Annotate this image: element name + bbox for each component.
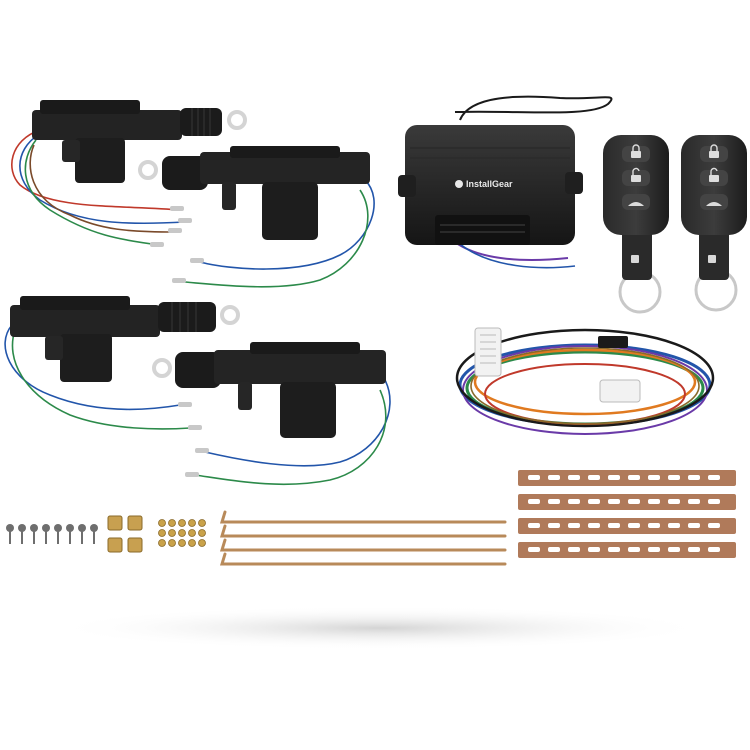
remote-key-fob (681, 135, 747, 312)
brand-label: InstallGear (466, 179, 513, 189)
floor-shadow (50, 606, 710, 650)
mounting-bracket (518, 542, 736, 558)
lock-icon (700, 144, 728, 162)
door-lock-actuator (138, 146, 375, 288)
door-lock-actuator (4, 296, 240, 430)
mounting-brackets (518, 470, 736, 558)
trunk-icon (700, 194, 728, 210)
rod-clips (107, 515, 143, 553)
remote-key-fob (603, 135, 669, 314)
brand-logo-icon (455, 180, 463, 188)
lock-icon (622, 144, 650, 162)
small-nuts (158, 519, 206, 547)
mounting-screws (6, 524, 98, 544)
mounting-bracket (518, 470, 736, 486)
mounting-bracket (518, 494, 736, 510)
mounting-bracket (518, 518, 736, 534)
control-module: InstallGear (398, 95, 613, 269)
unlock-icon (700, 167, 728, 186)
trunk-icon (622, 194, 650, 210)
wiring-harness (455, 327, 715, 435)
door-lock-actuator (11, 100, 247, 247)
linkage-rods (219, 510, 507, 566)
door-lock-actuator (152, 342, 391, 486)
unlock-icon (622, 167, 650, 186)
